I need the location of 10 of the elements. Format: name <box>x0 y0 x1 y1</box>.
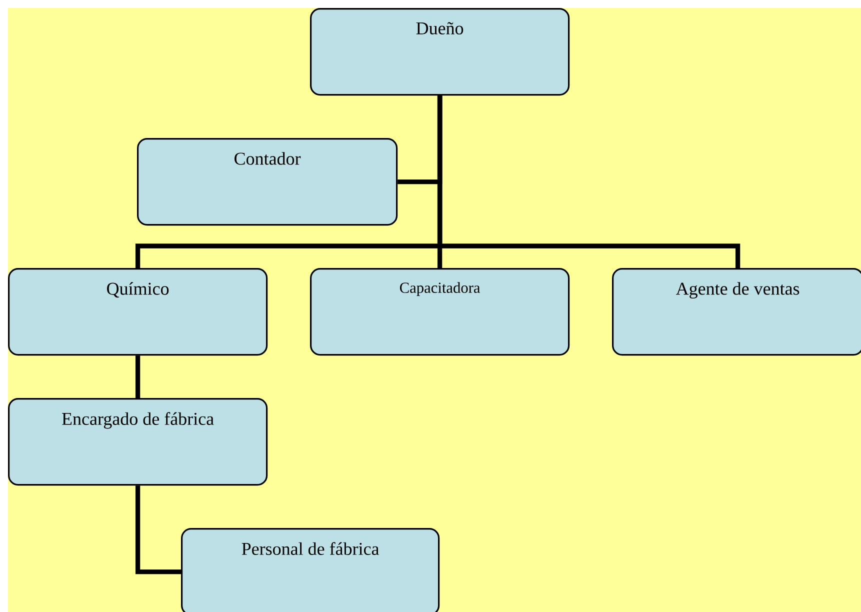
connector-line <box>135 486 181 574</box>
role-box: Químico <box>8 268 268 356</box>
role-box: Dueño <box>310 8 570 96</box>
connector-line <box>437 96 740 268</box>
role-box: Capacitadora <box>310 268 570 356</box>
role-box: Personal de fábrica <box>181 528 440 612</box>
role-box: Contador <box>137 138 398 226</box>
role-box: Encargado de fábrica <box>8 398 268 486</box>
role-box: Agente de ventas <box>612 268 861 356</box>
connector-line <box>135 356 140 398</box>
